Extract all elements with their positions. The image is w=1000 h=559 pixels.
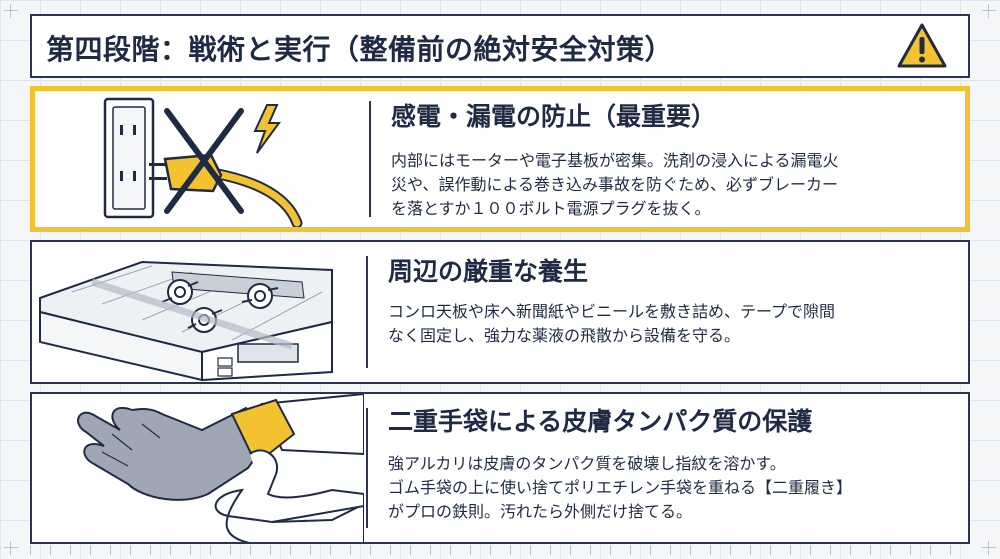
- panel-body: コンロ天板や床へ新聞紙やビニールを敷き詰め、テープで隙間 なく固定し、強力な薬液…: [388, 300, 835, 348]
- page-title: 第四段階：戦術と実行（整備前の絶対安全対策）: [46, 33, 674, 66]
- warning-triangle-icon: [897, 23, 947, 68]
- body-line: なく固定し、強力な薬液の飛散から設備を守る。: [388, 326, 741, 345]
- crosshair-mark: [982, 4, 996, 18]
- panel-divider: [366, 408, 368, 528]
- ruler-ticks: [30, 545, 970, 555]
- panel-title: 二重手袋による皮膚タンパク質の保護: [388, 407, 813, 436]
- crosshair-mark: [4, 541, 18, 555]
- crosshair-mark: [4, 4, 18, 18]
- body-line: コンロ天板や床へ新聞紙やビニールを敷き詰め、テープで隙間: [388, 302, 836, 321]
- panel-body: 強アルカリは皮膚のタンパク質を破壊し指紋を溶かす。 ゴム手袋の上に使い捨てポリエ…: [388, 452, 852, 524]
- unplugged-outlet-icon: [103, 97, 303, 227]
- body-line: ゴム手袋の上に使い捨てポリエチレン手袋を重ねる【二重履き】: [388, 478, 853, 497]
- double-gloves-icon: [77, 394, 364, 542]
- panel-title: 感電・漏電の防止（最重要）: [391, 102, 717, 131]
- header-banner: 第四段階：戦術と実行（整備前の絶対安全対策）: [30, 14, 970, 78]
- panel-electric-safety: 感電・漏電の防止（最重要） 内部にはモーターや電子基板が密集。洗剤の浸入による漏…: [30, 86, 970, 232]
- body-line: 災や、誤作動による巻き込み事故を防ぐため、必ずブレーカー: [391, 175, 839, 194]
- panel-double-gloves: 二重手袋による皮膚タンパク質の保護 強アルカリは皮膚のタンパク質を破壊し指紋を溶…: [30, 392, 970, 544]
- body-line: を落とすか１００ボルト電源プラグを抜く。: [391, 199, 711, 218]
- panel-divider: [369, 101, 371, 217]
- body-line: 内部にはモーターや電子基板が密集。洗剤の浸入による漏電火: [391, 151, 839, 170]
- body-line: がプロの鉄則。汚れたら外側だけ捨てる。: [388, 502, 693, 521]
- panel-protective-covering: 周辺の厳重な養生 コンロ天板や床へ新聞紙やビニールを敷き詰め、テープで隙間 なく…: [30, 240, 970, 384]
- panel-body: 内部にはモーターや電子基板が密集。洗剤の浸入による漏電火 災や、誤作動による巻き…: [391, 149, 839, 221]
- crosshair-mark: [982, 541, 996, 555]
- body-line: 強アルカリは皮膚のタンパク質を破壊し指紋を溶かす。: [388, 454, 786, 473]
- panel-divider: [366, 256, 368, 368]
- covered-stovetop-icon: [39, 260, 333, 382]
- panel-title: 周辺の厳重な養生: [388, 257, 589, 286]
